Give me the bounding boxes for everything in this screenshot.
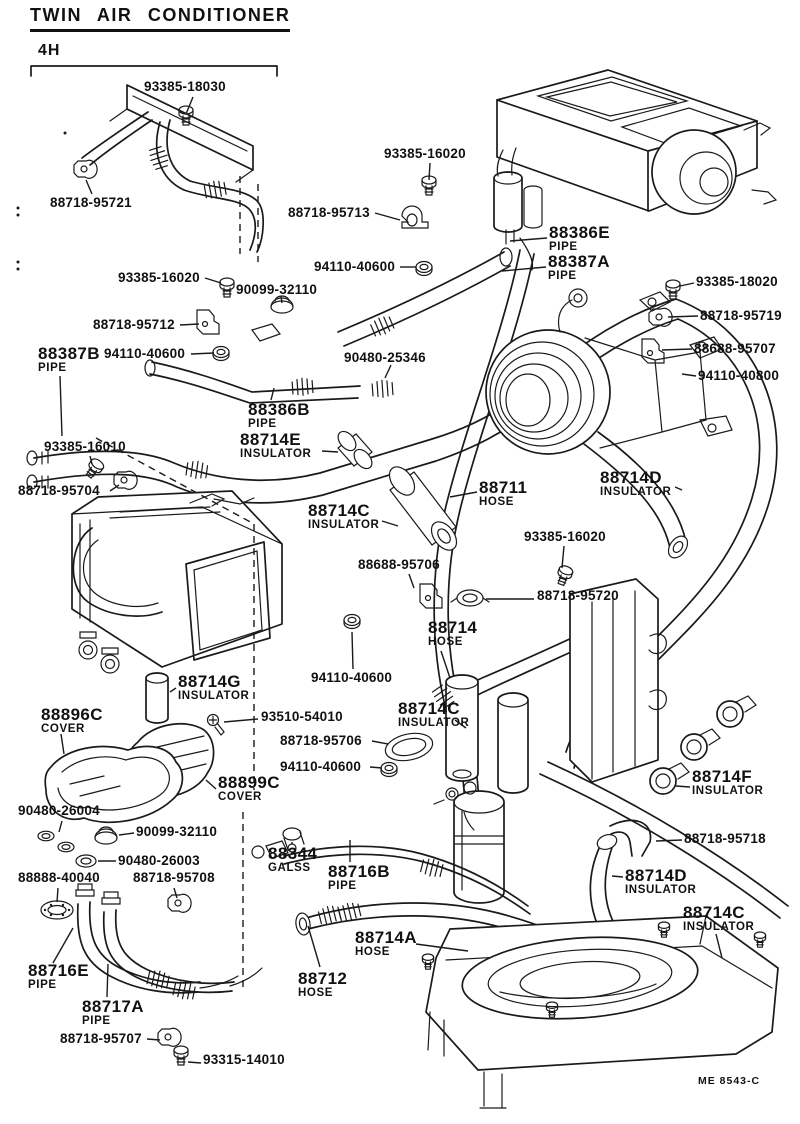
leader-line [206,780,216,789]
leader-line [382,521,398,526]
sight-glass-pipe-drawing [252,828,530,914]
condenser-drawing [82,85,263,262]
leader-line [682,374,696,376]
leader-line [656,840,682,841]
leader-line [562,546,564,568]
leader-line [416,944,468,951]
section-code-label: 4H [38,42,61,59]
leader-line [119,833,134,835]
receiver-drier-drawing [434,782,504,903]
leader-line [409,574,414,588]
leader-line [186,97,193,114]
leader-line [375,213,400,220]
dashed-lines [96,438,254,990]
leader-line [170,688,176,692]
leader-line [57,888,58,902]
leader-line [224,719,258,722]
leader-line [174,888,177,898]
leader-line [147,1039,160,1040]
leader-line [510,238,547,241]
leader-line [61,734,64,754]
intake-drawing [421,916,778,1108]
leader-line [668,316,698,317]
leader-line [188,1062,201,1063]
figure-code: ME 8543-C [698,1075,761,1087]
leader-lines [53,97,722,1063]
insulator-clamp-rings [650,696,756,794]
section-bracket [31,66,277,76]
leader-line [372,741,388,744]
print-dots [16,131,67,271]
evaporator-unit-drawing [494,70,776,270]
leader-line [385,365,391,378]
bracket-stack-drawing [570,579,756,856]
leader-line [271,388,274,400]
leader-line [205,278,221,283]
bottom-pipes-drawing [76,884,262,1002]
compressor-drawing [486,289,732,454]
leader-line [110,485,119,491]
leader-line [53,928,73,963]
leader-line [86,180,92,194]
leader-line [352,632,353,669]
leader-line [450,492,477,497]
leader-line [90,456,92,464]
leader-line [455,720,466,728]
leader-line [662,349,692,350]
leader-line [675,487,682,490]
leader-line [716,934,722,958]
leader-line [612,876,623,877]
leader-line [680,283,694,286]
leader-line [429,163,430,180]
leader-line [281,296,282,303]
leader-line [59,821,62,832]
leader-line [676,786,690,787]
page-title: TWIN AIR CONDITIONER [30,5,291,32]
cooling-unit-drawing [72,491,282,673]
leader-line [370,767,382,768]
leader-line [191,353,214,354]
leader-line [107,964,108,997]
leader-line [60,376,62,436]
leader-line [322,451,338,452]
leader-line [502,267,546,271]
leader-line [441,651,450,678]
covers-drawing [45,724,213,823]
leader-line [180,324,199,325]
leader-line [308,926,320,967]
